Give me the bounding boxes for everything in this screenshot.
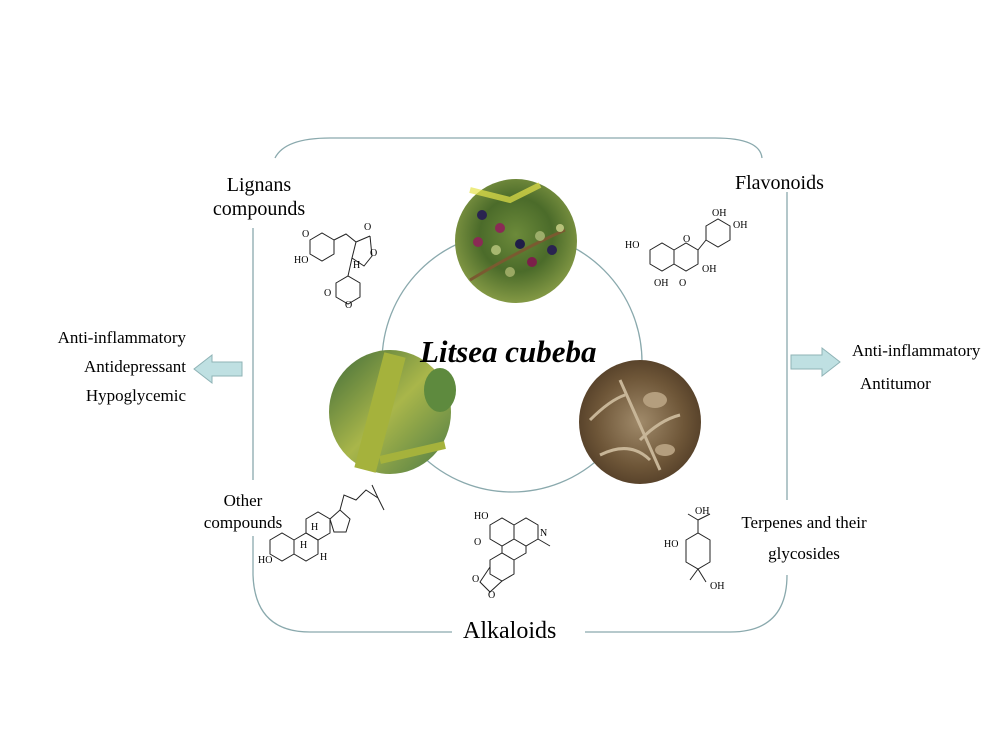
svg-text:HO: HO: [258, 555, 272, 566]
terpene-structure: OH HO OH: [664, 506, 724, 592]
category-flavonoids: Flavonoids: [735, 172, 824, 194]
steroid-structure: HO H H H: [258, 484, 385, 566]
svg-text:H: H: [320, 552, 327, 563]
svg-text:H: H: [311, 522, 318, 533]
diagram-title: Litsea cubeba: [420, 334, 597, 369]
category-lignans-line1: Lignans: [226, 174, 292, 196]
svg-text:O: O: [472, 574, 479, 585]
svg-text:OH: OH: [710, 581, 724, 592]
effect-right-item: Antitumor: [860, 374, 931, 393]
category-other: Other compounds: [197, 490, 289, 534]
svg-text:OH: OH: [712, 208, 726, 219]
category-terpenes: Terpenes and their glycosides: [733, 507, 875, 569]
effect-left-item: Anti-inflammatory: [57, 328, 186, 347]
category-terpenes-line1: Terpenes and their: [741, 513, 867, 532]
svg-text:OH: OH: [702, 264, 716, 275]
left-arrow: [193, 353, 243, 385]
effect-left-item: Hypoglycemic: [85, 386, 186, 405]
svg-text:O: O: [683, 234, 690, 245]
fruit-photo: [455, 179, 577, 303]
stem-photo: [329, 350, 456, 474]
svg-text:O: O: [488, 590, 495, 601]
category-other-line1: Other: [223, 491, 263, 510]
root-photo: [579, 360, 701, 484]
svg-text:OH: OH: [733, 220, 747, 231]
svg-text:O: O: [302, 229, 309, 240]
svg-text:HO: HO: [474, 511, 488, 522]
effect-right-item: Anti-inflammatory: [852, 341, 981, 360]
svg-text:O: O: [474, 537, 481, 548]
category-lignans: Lignans compounds: [200, 173, 318, 221]
right-arrow: [790, 346, 841, 378]
svg-text:H: H: [300, 540, 307, 551]
svg-text:HO: HO: [294, 255, 308, 266]
svg-text:HO: HO: [625, 240, 639, 251]
category-alkaloids: Alkaloids: [463, 618, 557, 644]
svg-text:OH: OH: [654, 278, 668, 289]
effect-left-item: Antidepressant: [84, 357, 186, 376]
flavonoid-structure: OH OH HO O OH OH O: [625, 208, 747, 289]
svg-text:O: O: [679, 278, 686, 289]
svg-text:O: O: [345, 300, 352, 311]
svg-text:OH: OH: [695, 506, 709, 517]
svg-text:H: H: [353, 260, 360, 271]
svg-text:N: N: [540, 528, 547, 539]
category-other-line2: compounds: [203, 513, 283, 532]
svg-text:O: O: [324, 288, 331, 299]
effects-left: Anti-inflammatory Antidepressant Hypogly…: [58, 323, 186, 410]
svg-text:HO: HO: [664, 539, 678, 550]
svg-text:O: O: [370, 248, 377, 259]
svg-text:O: O: [364, 222, 371, 233]
category-lignans-line2: compounds: [212, 198, 306, 220]
alkaloid-structure: HO O N O O: [472, 511, 551, 601]
category-terpenes-line2: glycosides: [768, 544, 840, 563]
effects-right: Anti-inflammatory Antitumor: [852, 334, 980, 400]
outer-frame: [252, 137, 788, 633]
lignan-structure: O HO H O O O O: [294, 222, 377, 311]
